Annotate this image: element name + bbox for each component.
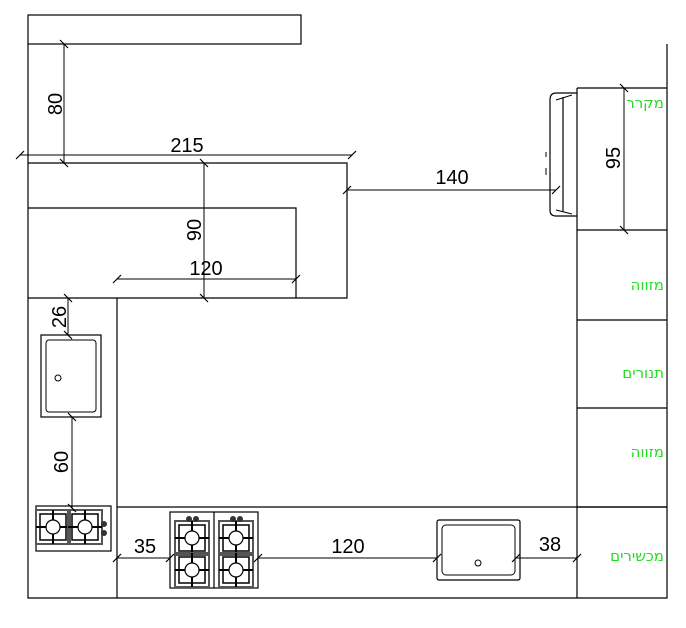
upper-cabinet xyxy=(27,14,302,45)
label-pantry-2: מזווה xyxy=(631,443,664,461)
dim-island-inner: 120 xyxy=(189,258,222,280)
island-inner xyxy=(28,207,297,298)
island xyxy=(28,162,348,299)
sink-bottom xyxy=(436,519,521,581)
label-pantry-1: מזווה xyxy=(631,276,664,294)
dim-sink-to-hob: 60 xyxy=(51,451,73,473)
dim-island-depth: 90 xyxy=(184,219,206,241)
dim-sink-offset: 26 xyxy=(49,306,71,328)
label-fridge: מקרר xyxy=(626,94,664,112)
label-appliances: מכשירים xyxy=(610,547,664,565)
label-ovens: תנורים xyxy=(622,364,664,382)
dim-counter-length: 215 xyxy=(170,135,203,157)
dim-hob-to-sink: 120 xyxy=(331,536,364,558)
dimension-lines xyxy=(15,39,629,563)
dim-fridge-width: 95 xyxy=(603,147,625,169)
dim-sink-to-wall: 38 xyxy=(539,534,561,556)
sink-left xyxy=(40,334,102,418)
dim-hob-offset: 35 xyxy=(134,536,156,558)
wall-left xyxy=(27,44,668,599)
dim-to-fridge: 140 xyxy=(435,167,468,189)
dim-upper-depth: 80 xyxy=(45,93,67,115)
fridge-door xyxy=(545,92,577,217)
hob-small xyxy=(35,505,112,552)
hob-large xyxy=(169,511,259,589)
